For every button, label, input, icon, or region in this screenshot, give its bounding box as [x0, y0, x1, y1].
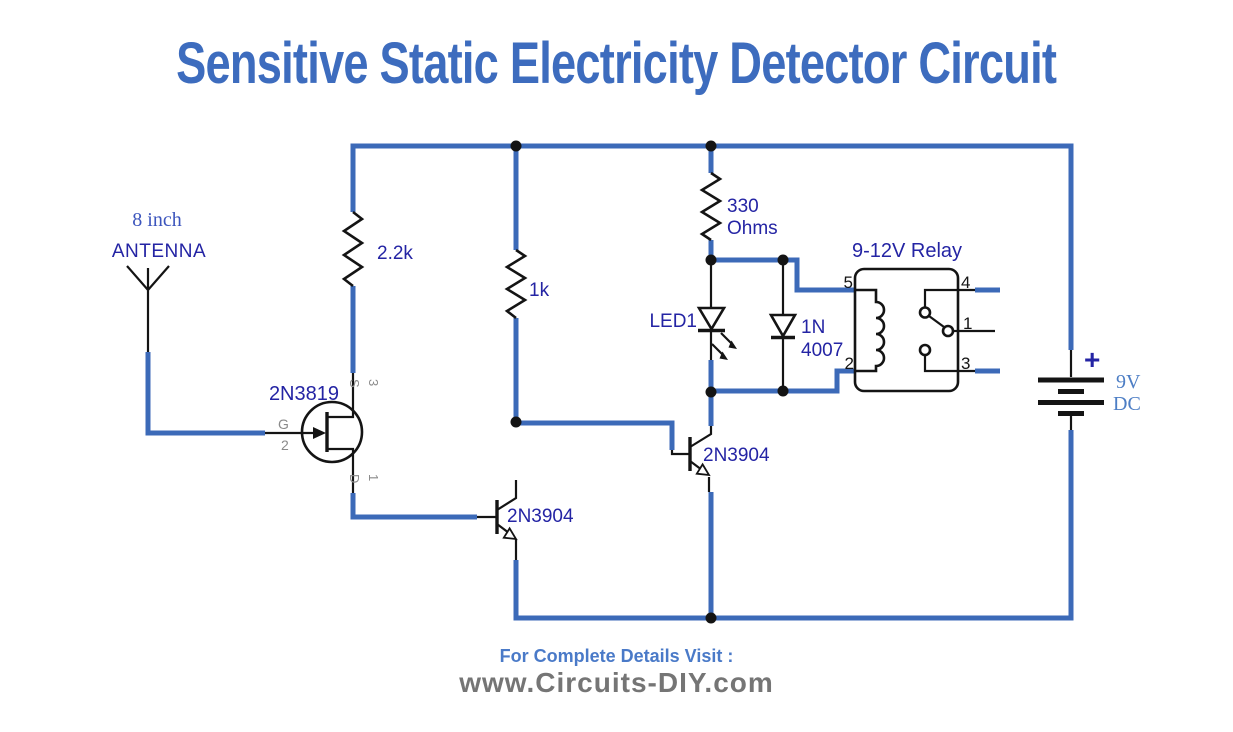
q2-label: 2N3904	[703, 445, 770, 466]
jfet-label: 2N3819	[269, 383, 339, 405]
resistor-r1: 2.2k	[341, 210, 413, 288]
junction-dot	[705, 386, 717, 398]
resistor-r3-zigzag	[699, 171, 723, 242]
antenna-name-label: ANTENNA	[112, 241, 206, 262]
resistor-r1-label: 2.2k	[377, 243, 413, 264]
wire-bottom-rail	[513, 430, 1074, 621]
relay-pin3-number: 3	[961, 354, 970, 373]
antenna-symbol	[126, 265, 170, 352]
relay-coil	[855, 288, 886, 373]
diode-label-line2: 4007	[801, 340, 843, 361]
antenna: 8 inch ANTENNA	[112, 209, 206, 352]
jfet-source-letter: S	[347, 379, 362, 388]
jfet-source-lead	[327, 373, 355, 419]
antenna-size-label: 8 inch	[132, 209, 181, 231]
jfet-gate-arrow-icon	[313, 427, 326, 439]
resistor-r3: 330 Ohms	[699, 171, 778, 242]
wire-junction-to-q2-base	[516, 420, 675, 450]
led-triangle	[696, 306, 727, 332]
page-title: Sensitive Static Electricity Detector Ci…	[0, 30, 1233, 97]
footer-visit-text: For Complete Details Visit :	[499, 646, 734, 666]
jfet-body-circle	[300, 400, 364, 464]
wire-led-top-to-relay-pin5	[711, 257, 855, 293]
relay: 9-12V Relay 5 4 1 3 2	[844, 240, 995, 393]
diode-label-line1: 1N	[801, 317, 825, 338]
junction-dots	[510, 140, 789, 624]
transistor-q1: 2N3904	[477, 480, 574, 560]
jfet-gate-pin-number: 2	[281, 437, 289, 453]
wire-drain-to-q1-base	[350, 493, 477, 520]
jfet-drain-pin-number: 1	[366, 474, 381, 481]
q1-label: 2N3904	[507, 506, 574, 527]
junction-dot	[510, 140, 522, 152]
jfet-2n3819: 2N3819 S 3 G 2 D 1	[265, 373, 381, 493]
battery-type-label: DC	[1113, 393, 1141, 415]
led-label: LED1	[649, 311, 697, 332]
q1-collector-line	[496, 480, 518, 511]
q2-base-lead	[670, 450, 690, 456]
footer: For Complete Details Visit : www.Circuit…	[0, 646, 1233, 699]
q2-emitter-arrow-icon	[695, 462, 711, 477]
junction-dot	[777, 254, 789, 266]
junction-dot	[705, 254, 717, 266]
relay-pin1-number: 1	[963, 314, 972, 333]
relay-label: 9-12V Relay	[852, 240, 962, 262]
resistor-r3-label-line1: 330	[727, 196, 759, 217]
diode-1n4007: 1N 4007	[768, 260, 843, 391]
wires	[145, 143, 1074, 621]
junction-dot	[705, 140, 717, 152]
junction-dot	[510, 416, 522, 428]
jfet-gate-letter: G	[278, 416, 289, 432]
battery-plus-sign: +	[1084, 344, 1100, 375]
relay-pin5-number: 5	[844, 273, 853, 292]
diode-triangle	[768, 313, 798, 339]
resistor-r2: 1k	[504, 248, 550, 320]
jfet-drain-letter: D	[347, 474, 362, 483]
page-title-text: Sensitive Static Electricity Detector Ci…	[176, 31, 1057, 96]
resistor-r2-label: 1k	[529, 280, 550, 301]
junction-dot	[777, 385, 789, 397]
q2-collector-line	[689, 426, 713, 448]
relay-pin2-number: 2	[845, 354, 854, 373]
relay-pin4-number: 4	[961, 273, 970, 292]
wire-antenna-to-gate	[145, 352, 265, 436]
jfet-source-pin-number: 3	[366, 379, 381, 386]
resistor-r3-label-line2: Ohms	[727, 218, 778, 239]
q1-emitter-arrow-icon	[502, 526, 518, 541]
battery-voltage-label: 9V	[1116, 371, 1141, 393]
led-light-arrows-icon	[711, 332, 737, 360]
relay-switch	[918, 288, 958, 373]
footer-website-url: www.Circuits-DIY.com	[459, 666, 774, 698]
wire-led-bottom-to-relay-pin2	[711, 368, 855, 394]
junction-dot	[705, 612, 717, 624]
transistor-q2: 2N3904	[670, 426, 770, 492]
jfet-drain-lead	[327, 447, 355, 493]
resistor-r2-zigzag	[504, 248, 528, 320]
led1: LED1	[649, 260, 737, 360]
battery-9v: + 9V DC	[1038, 344, 1141, 430]
resistor-r1-zigzag	[341, 210, 365, 288]
q1-emitter-line	[496, 523, 518, 560]
